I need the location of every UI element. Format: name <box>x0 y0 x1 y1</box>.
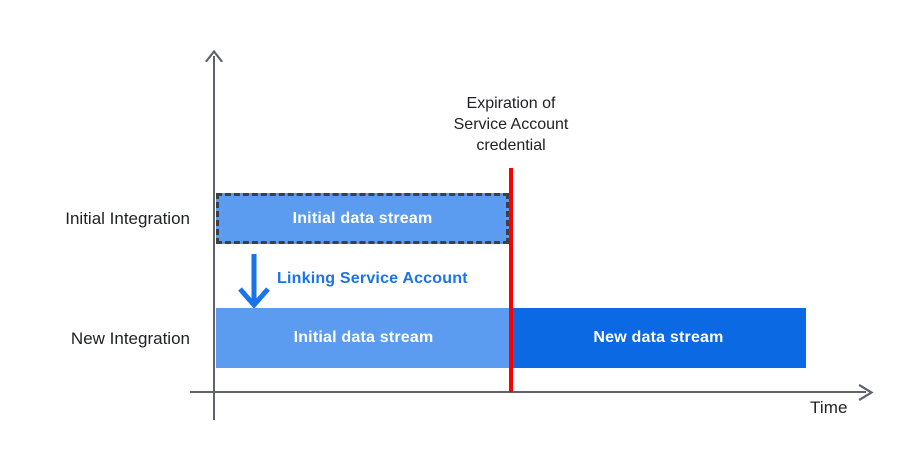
arrow-right-icon <box>858 383 874 402</box>
expiration-note-line-2: Service Account <box>453 116 569 133</box>
x-axis-line <box>190 391 866 393</box>
row-label-new-integration: New Integration <box>70 329 190 348</box>
arrow-down-icon <box>237 254 271 309</box>
expiration-note-line-1: Expiration of <box>466 95 556 112</box>
row-label-initial-integration: Initial Integration <box>65 209 190 228</box>
expiration-note: Expiration of Service Account credential <box>411 93 611 156</box>
expiration-marker-line <box>509 168 513 392</box>
bar-new-integration-initial-data-stream: Initial data stream <box>216 308 511 368</box>
expiration-note-line-3: credential <box>476 137 546 154</box>
x-axis-label: Time <box>810 398 848 417</box>
bar-new-integration-new-data-stream: New data stream <box>511 308 806 368</box>
arrow-up-icon <box>204 48 224 63</box>
bar-initial-integration-initial-data-stream: Initial data stream <box>216 193 509 244</box>
linking-service-account-label: Linking Service Account <box>277 270 468 287</box>
y-axis-line <box>213 56 215 420</box>
